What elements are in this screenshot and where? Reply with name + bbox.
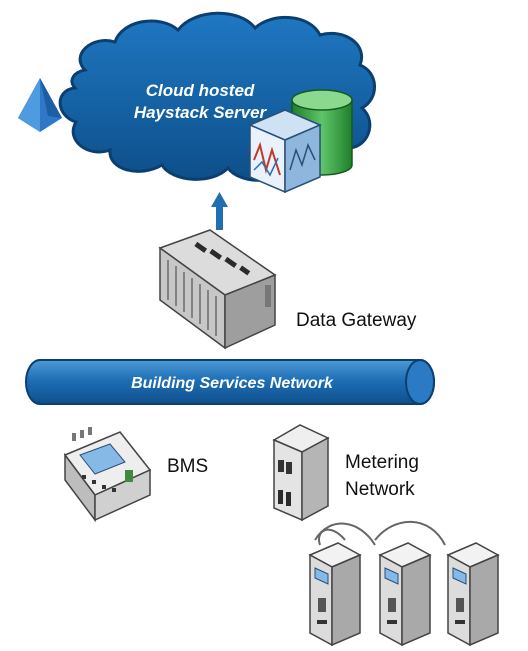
bms-label: BMS <box>167 456 208 477</box>
meter-cable <box>314 520 446 546</box>
meter-icon <box>378 542 432 647</box>
cloud-title-line1: Cloud hosted <box>146 81 255 100</box>
cloud-title-line2: Haystack Server <box>134 103 268 122</box>
metering-server-icon <box>272 424 330 522</box>
logo-icon <box>18 78 62 132</box>
network-label: Building Services Network <box>131 375 334 392</box>
metering-label-line2: Network <box>345 479 415 500</box>
meter-cable-branch <box>318 528 346 546</box>
network-pipe: Building Services Network <box>25 359 435 405</box>
meter-icon <box>446 542 500 647</box>
metering-label-line1: Metering <box>345 452 419 473</box>
bms-controller-icon <box>63 427 152 523</box>
gateway-label: Data Gateway <box>296 310 417 331</box>
server-cube-icon <box>248 109 322 194</box>
upload-arrow-icon <box>211 192 228 230</box>
gateway-device-icon <box>158 229 277 350</box>
meter-icon <box>308 542 362 647</box>
